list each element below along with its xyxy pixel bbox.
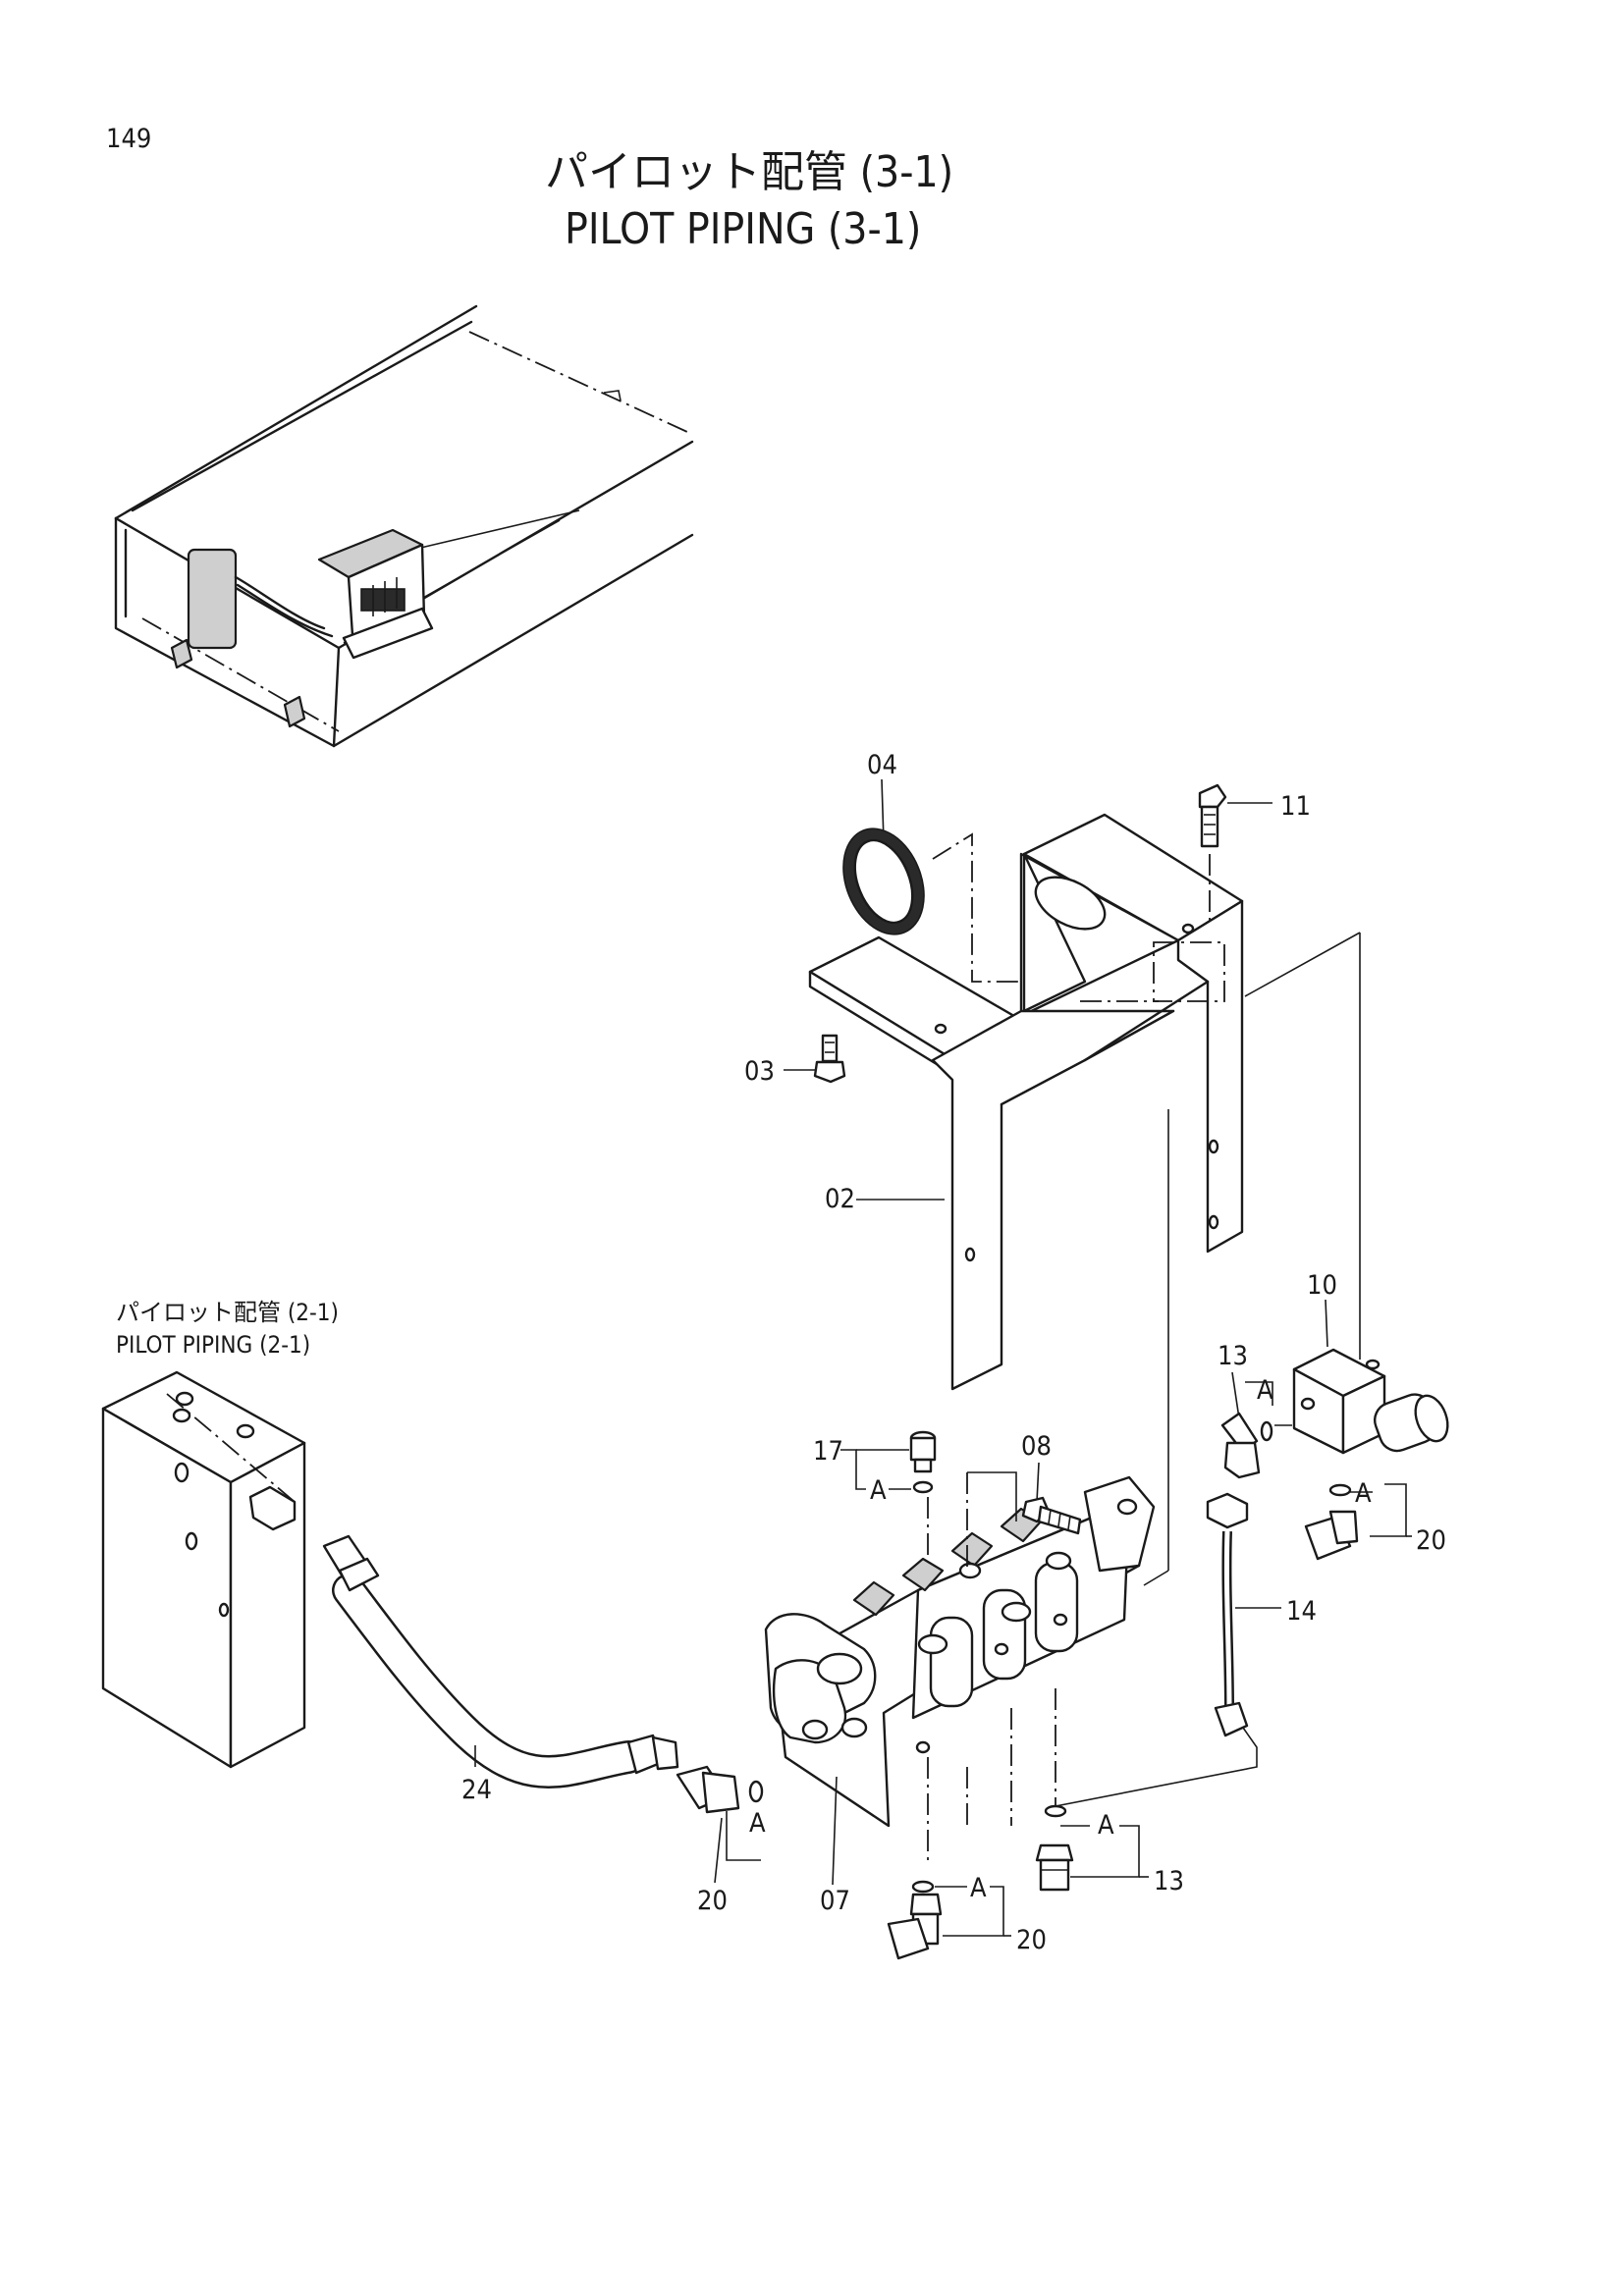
overview-bracket-icon <box>317 528 434 660</box>
seal-A-bottom: A <box>970 1873 987 1903</box>
reference-label-japanese: パイロット配管 (2-1) <box>116 1299 339 1326</box>
seal-A-left: A <box>749 1808 766 1839</box>
callout-14: 14 <box>1286 1596 1317 1627</box>
callout-03: 03 <box>744 1056 775 1087</box>
part-11-bolt: 11 <box>1198 783 1311 923</box>
valve-spool-caps <box>852 1507 1043 1617</box>
callout-13-upper: 13 <box>1218 1341 1248 1371</box>
callout-11: 11 <box>1280 791 1311 822</box>
part-20-elbow-right: A 20 <box>1304 1478 1446 1561</box>
page-number: 149 <box>106 124 151 154</box>
part-04-seal-ring: 04 <box>842 750 1031 983</box>
pilot-valve-block-reference <box>101 1370 306 1769</box>
part-20-elbow-bottom: A 20 <box>887 1873 1047 1960</box>
callout-07: 07 <box>820 1886 850 1916</box>
part-13-adapter-lower: A 13 <box>1035 1804 1184 1896</box>
part-03-bolt: 03 <box>744 1034 846 1087</box>
part-13-adapter-upper: 13 A <box>1218 1341 1292 1479</box>
part-08-bolt: 08 <box>1021 1431 1082 1535</box>
page-title-english: PILOT PIPING (3-1) <box>565 204 921 254</box>
callout-02: 02 <box>825 1184 855 1214</box>
seal-A-lower-right: A <box>1098 1810 1114 1841</box>
page-title-japanese: パイロット配管 (3-1) <box>545 147 953 197</box>
callout-20-bottom: 20 <box>1016 1925 1047 1955</box>
callout-10: 10 <box>1307 1270 1337 1301</box>
part-20-elbow-left: A 20 <box>676 1765 766 1916</box>
part-02-mounting-bracket: 02 <box>808 813 1244 1391</box>
part-24-hose: 24 <box>322 1534 679 1805</box>
callout-08: 08 <box>1021 1431 1052 1462</box>
callout-20-right: 20 <box>1416 1525 1446 1556</box>
callout-20-left: 20 <box>697 1886 728 1916</box>
callout-24: 24 <box>461 1775 492 1805</box>
overview-machine-illustration <box>114 304 694 748</box>
part-14-pipe: 14 <box>1055 1492 1317 1807</box>
part-17-plug: 17 A <box>813 1430 1017 1571</box>
callout-17: 17 <box>813 1436 843 1467</box>
reference-label-english: PILOT PIPING (2-1) <box>116 1331 310 1359</box>
callout-04: 04 <box>867 750 897 780</box>
callout-13-lower: 13 <box>1154 1866 1184 1896</box>
part-10-solenoid-valve: 10 <box>1244 932 1449 1455</box>
part-07-control-valve: 07 <box>764 1475 1156 1916</box>
seal-A-upper: A <box>1257 1375 1273 1406</box>
seal-A-plug: A <box>870 1475 887 1506</box>
seal-A-right: A <box>1355 1478 1372 1509</box>
